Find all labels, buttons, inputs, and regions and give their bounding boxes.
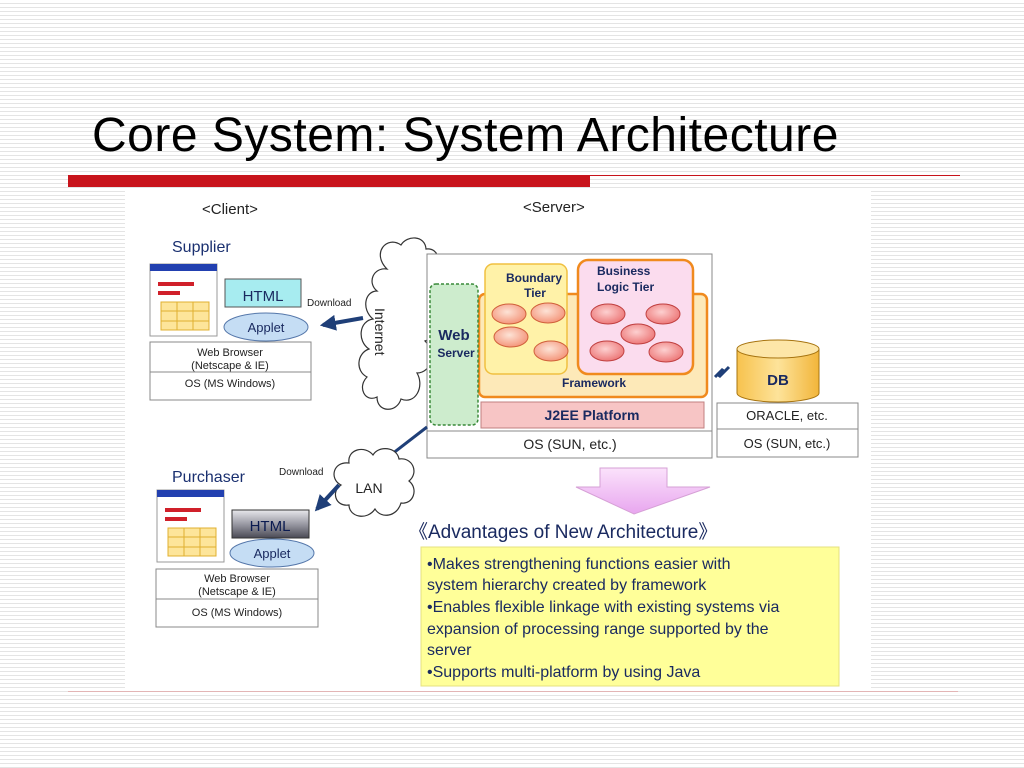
purchaser-html-label: HTML (250, 518, 291, 535)
business-component-ellipse (648, 341, 684, 363)
lan-cloud-icon (333, 448, 415, 517)
supplier-download-arrow (319, 314, 364, 331)
supplier-browser-window-icon (149, 263, 218, 337)
server-heading: <Server> (523, 199, 585, 216)
advantage-line: •Enables flexible linkage with existing … (427, 599, 780, 616)
supplier-download-label: Download (307, 298, 351, 309)
boundary-tier-line2: Tier (524, 286, 546, 300)
purchaser-download-arrow (314, 483, 341, 512)
purchaser-applet-label: Applet (254, 546, 291, 561)
db-connection-link (713, 365, 731, 379)
purchaser-browser-window-icon (156, 489, 225, 563)
advantages-box (420, 546, 840, 687)
business-component-ellipse (645, 303, 681, 325)
lan-label: LAN (355, 480, 382, 496)
purchaser-applet-ellipse (229, 538, 315, 568)
business-component-ellipse (620, 323, 656, 345)
framework-label: Framework (562, 376, 626, 390)
supplier-html-label: HTML (243, 288, 284, 305)
business-component-ellipse (590, 303, 626, 325)
web-server-line2: Server (437, 346, 475, 360)
web-server-box (429, 283, 479, 426)
supplier-os-label: OS (MS Windows) (185, 378, 275, 390)
business-component-ellipse (589, 340, 625, 362)
slide-title: Core System: System Architecture (92, 109, 839, 162)
boundary-component-ellipse (493, 326, 529, 348)
purchaser-html-box (231, 509, 310, 539)
internet-cloud-icon (358, 237, 440, 410)
purchaser-stack-box (155, 568, 319, 628)
purchaser-browser-line1: Web Browser (204, 573, 270, 585)
db-vendor-label: ORACLE, etc. (746, 408, 828, 423)
j2ee-label: J2EE Platform (545, 407, 640, 423)
business-logic-line2: Logic Tier (597, 280, 654, 294)
architecture-diagram: <Client> <Server> Supplier HTML Applet D… (149, 199, 859, 687)
boundary-tier-line1: Boundary (506, 271, 562, 285)
supplier-browser-line1: Web Browser (197, 347, 263, 359)
advantage-line: •Supports multi-platform by using Java (427, 664, 700, 681)
business-logic-line1: Business (597, 264, 651, 278)
advantage-line: expansion of processing range supported … (427, 621, 769, 638)
supplier-applet-label: Applet (248, 320, 285, 335)
j2ee-platform-box (480, 401, 705, 429)
db-label: DB (767, 372, 789, 389)
supplier-html-box (224, 278, 302, 308)
server-os-label: OS (SUN, etc.) (523, 436, 616, 452)
advantage-line: server (427, 642, 472, 659)
footer-rule (68, 691, 958, 692)
db-stack-box (716, 402, 859, 458)
advantages-title: 《Advantages of New Architecture》 (409, 521, 717, 543)
supplier-applet-ellipse (223, 312, 309, 342)
title-rule-thin (590, 175, 960, 176)
boundary-component-ellipse (533, 340, 569, 362)
supplier-label: Supplier (172, 239, 231, 256)
database-cylinder-icon (736, 339, 820, 403)
supplier-stack-box (149, 341, 312, 401)
advantages-pointer-arrow (575, 467, 711, 515)
advantage-line: system hierarchy created by framework (427, 577, 707, 594)
boundary-component-ellipse (530, 302, 566, 324)
client-heading: <Client> (202, 201, 258, 218)
internet-label: Internet (372, 308, 388, 356)
supplier-browser-line2: (Netscape & IE) (191, 360, 269, 372)
purchaser-os-label: OS (MS Windows) (192, 607, 282, 619)
boundary-component-ellipse (491, 303, 527, 325)
purchaser-browser-line2: (Netscape & IE) (198, 586, 276, 598)
web-server-line1: Web (438, 327, 469, 344)
db-os-label: OS (SUN, etc.) (744, 436, 831, 451)
title-rule-thick (68, 175, 590, 187)
purchaser-label: Purchaser (172, 469, 246, 486)
purchaser-download-label: Download (279, 467, 323, 478)
advantage-line: •Makes strengthening functions easier wi… (427, 556, 731, 573)
architecture-diagram-panel: <Client> <Server> Supplier HTML Applet D… (125, 191, 871, 689)
